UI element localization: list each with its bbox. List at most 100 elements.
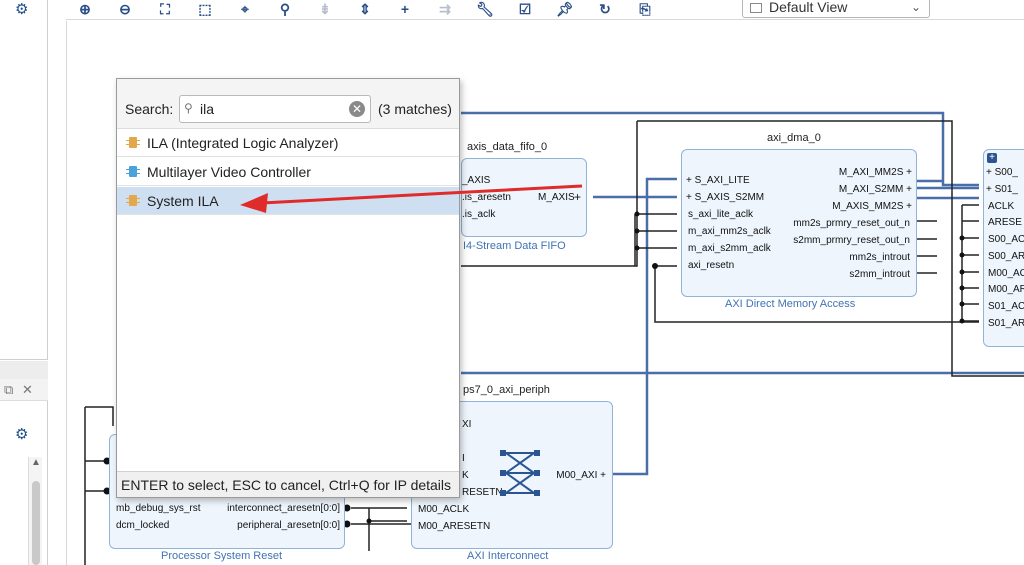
sc-pin-aclk[interactable]: ACLK (988, 201, 1015, 212)
ip-chip-icon (126, 166, 140, 177)
chevron-down-icon: ⌄ (910, 0, 921, 14)
search-label: Search: (125, 101, 174, 117)
zoom-out-icon[interactable]: ⊖ (119, 0, 131, 17)
sc-pin-m00-aclk[interactable]: M00_AC (988, 268, 1024, 279)
crossbar-icon (500, 450, 540, 496)
fifo-pin-m-axis[interactable]: M_AXIS (538, 192, 575, 203)
sc-pin-aresetn[interactable]: ARESE (988, 217, 1022, 228)
search-input[interactable] (200, 100, 340, 118)
ip-result-system-ila[interactable]: System ILA (117, 187, 459, 215)
fifo-pin-aresetn[interactable]: .is_aresetn (462, 192, 511, 203)
scroll-up-icon[interactable]: ▲ (31, 457, 41, 468)
psr-pin-peripheral-aresetn[interactable]: peripheral_aresetn[0:0] (237, 520, 340, 531)
view-icon (750, 3, 762, 13)
zoom-area-icon[interactable]: ⬚ (198, 0, 212, 17)
expand-plus-icon[interactable]: + (574, 190, 582, 204)
psr-pin-interconnect-aresetn[interactable]: interconnect_aresetn[0:0] (227, 503, 340, 514)
optimize-routing-icon[interactable]: ⎘ (639, 0, 651, 17)
dma-pin-s-axis-s2mm[interactable]: + S_AXIS_S2MM (686, 192, 765, 203)
dma-pin-axi-resetn[interactable]: axi_resetn (688, 260, 735, 271)
scrollbar-thumb[interactable] (32, 481, 40, 565)
search-icon[interactable]: ⚲ (279, 0, 291, 17)
gear-icon[interactable]: ⚙ (15, 1, 29, 18)
dma-pin-m-axi-mm2s[interactable]: M_AXI_MM2S + (838, 167, 912, 178)
dma-pin-m-axis-mm2s[interactable]: M_AXIS_MM2S + (832, 201, 912, 212)
ip-result-ila[interactable]: ILA (Integrated Logic Analyzer) (117, 129, 459, 157)
make-connection-icon[interactable]: ⇉ (439, 0, 451, 17)
sc-pin-s00[interactable]: + S00_ (986, 167, 1018, 178)
interconnect-subtitle: AXI Interconnect (467, 550, 549, 562)
dma-title: axi_dma_0 (767, 132, 821, 144)
search-box[interactable]: ⚲ ✕ (179, 95, 371, 123)
ic-pin-m00-aresetn[interactable]: M00_ARESETN (418, 521, 491, 532)
fifo-title: axis_data_fifo_0 (467, 141, 548, 153)
ip-result-multilayer-video[interactable]: Multilayer Video Controller (117, 158, 459, 186)
collapse-plus-icon[interactable]: + (987, 153, 997, 163)
diagram-toolbar: ⊕ ⊖ ⛶ ⬚ ⌖ ⚲ ⇟ ⇕ + ⇉ 🔧︎ ☑ 📌︎ ↻ ⎘ Default … (66, 0, 1024, 20)
search-row: Search: ⚲ ✕ (3 matches) (117, 79, 459, 129)
clear-search-icon[interactable]: ✕ (349, 101, 365, 117)
ip-search-popup: Search: ⚲ ✕ (3 matches) ILA (Integrated … (116, 78, 460, 498)
axi-dma-block[interactable]: + S_AXI_LITE + S_AXIS_S2MM s_axi_lite_ac… (681, 149, 917, 297)
panel-divider[interactable] (0, 361, 48, 379)
ip-result-label: ILA (Integrated Logic Analyzer) (147, 135, 339, 151)
gear-icon[interactable]: ⚙ (15, 426, 29, 443)
ip-chip-icon (126, 195, 140, 206)
refresh-icon[interactable]: ↻ (599, 0, 611, 17)
psr-pin-mb-debug[interactable]: mb_debug_sys_rst (116, 503, 201, 514)
sc-pin-s00-aresetn[interactable]: S00_AR (988, 251, 1024, 262)
sc-pin-s01[interactable]: + S01_ (986, 184, 1018, 195)
smartconnect-block[interactable]: + + S00_ + S01_ ACLK ARESE S00_AC S00_AR… (983, 149, 1024, 347)
popup-footer-hint: ENTER to select, ESC to cancel, Ctrl+Q f… (117, 471, 459, 497)
dma-pin-mm2s-introut[interactable]: mm2s_introut (849, 252, 910, 263)
zoom-in-icon[interactable]: ⊕ (79, 0, 91, 17)
vertical-scrollbar[interactable]: ▲ (28, 457, 42, 565)
ic-pin-s00-aresetn[interactable]: RESETN (462, 487, 503, 498)
fifo-pin-aclk[interactable]: .is_aclk (462, 209, 496, 220)
dma-pin-s2mm-prmry-reset[interactable]: s2mm_prmry_reset_out_n (793, 235, 910, 246)
ic-pin-s00-aclk[interactable]: K (462, 470, 469, 481)
wrench-icon[interactable]: 🔧︎ (476, 0, 494, 17)
sc-pin-s01-aclk[interactable]: S01_AC (988, 301, 1024, 312)
view-select[interactable]: Default View ⌄ (742, 0, 930, 18)
add-ip-icon[interactable]: + (400, 1, 410, 17)
interconnect-title: ps7_0_axi_periph (463, 384, 550, 396)
match-count: (3 matches) (378, 101, 452, 117)
sc-pin-m00-aresetn[interactable]: M00_AR (988, 284, 1024, 295)
dma-pin-m-axi-mm2s-aclk[interactable]: m_axi_mm2s_aclk (688, 226, 771, 237)
ic-pin-m00-aclk[interactable]: M00_ACLK (418, 504, 470, 515)
pin-icon[interactable]: 📌︎ (556, 0, 574, 17)
ic-pin-s00-axi[interactable]: XI (462, 419, 472, 430)
sc-pin-s01-aresetn[interactable]: S01_AR (988, 318, 1024, 329)
psr-pin-dcm-locked[interactable]: dcm_locked (116, 520, 170, 531)
dma-pin-s-axi-lite-aclk[interactable]: s_axi_lite_aclk (688, 209, 754, 220)
dma-pin-s2mm-introut[interactable]: s2mm_introut (849, 269, 910, 280)
validate-icon[interactable]: ☑ (518, 0, 532, 17)
dma-subtitle: AXI Direct Memory Access (725, 298, 856, 310)
sc-pin-s00-aclk[interactable]: S00_AC (988, 234, 1024, 245)
close-icon[interactable]: ✕ (22, 382, 33, 397)
center-icon[interactable]: ⌖ (241, 0, 249, 17)
axis-data-fifo-block[interactable]: _AXIS .is_aresetn .is_aclk M_AXIS + (461, 158, 587, 237)
fifo-pin-s-axis[interactable]: _AXIS (462, 175, 491, 186)
ip-result-label: System ILA (147, 193, 219, 209)
dma-pin-s-axi-lite[interactable]: + S_AXI_LITE (686, 175, 750, 186)
float-window-icon[interactable]: ⧉ (4, 382, 14, 397)
dma-pin-mm2s-prmry-reset[interactable]: mm2s_prmry_reset_out_n (793, 218, 910, 229)
ip-chip-icon (126, 137, 140, 148)
zoom-fit-icon[interactable]: ⛶ (160, 0, 170, 17)
psr-subtitle: Processor System Reset (161, 550, 283, 562)
collapse-icon[interactable]: ⇟ (319, 0, 331, 17)
ic-pin-aclk[interactable]: I (462, 453, 465, 464)
expand-icon[interactable]: ⇕ (359, 0, 371, 17)
fifo-subtitle: I4-Stream Data FIFO (463, 240, 566, 252)
dma-pin-m-axi-s2mm-aclk[interactable]: m_axi_s2mm_aclk (688, 243, 771, 254)
left-panel-bottom: ⧉ ✕ ⚙ ▲ (0, 379, 48, 565)
left-panel-top: ⚙ (0, 0, 48, 360)
panel-header: ⧉ ✕ (0, 379, 48, 401)
dma-pin-m-axi-s2mm[interactable]: M_AXI_S2MM + (838, 184, 912, 195)
search-icon: ⚲ (184, 101, 193, 115)
connection-wires (84, 111, 1024, 565)
ic-pin-m00-axi[interactable]: M00_AXI + (556, 470, 606, 481)
